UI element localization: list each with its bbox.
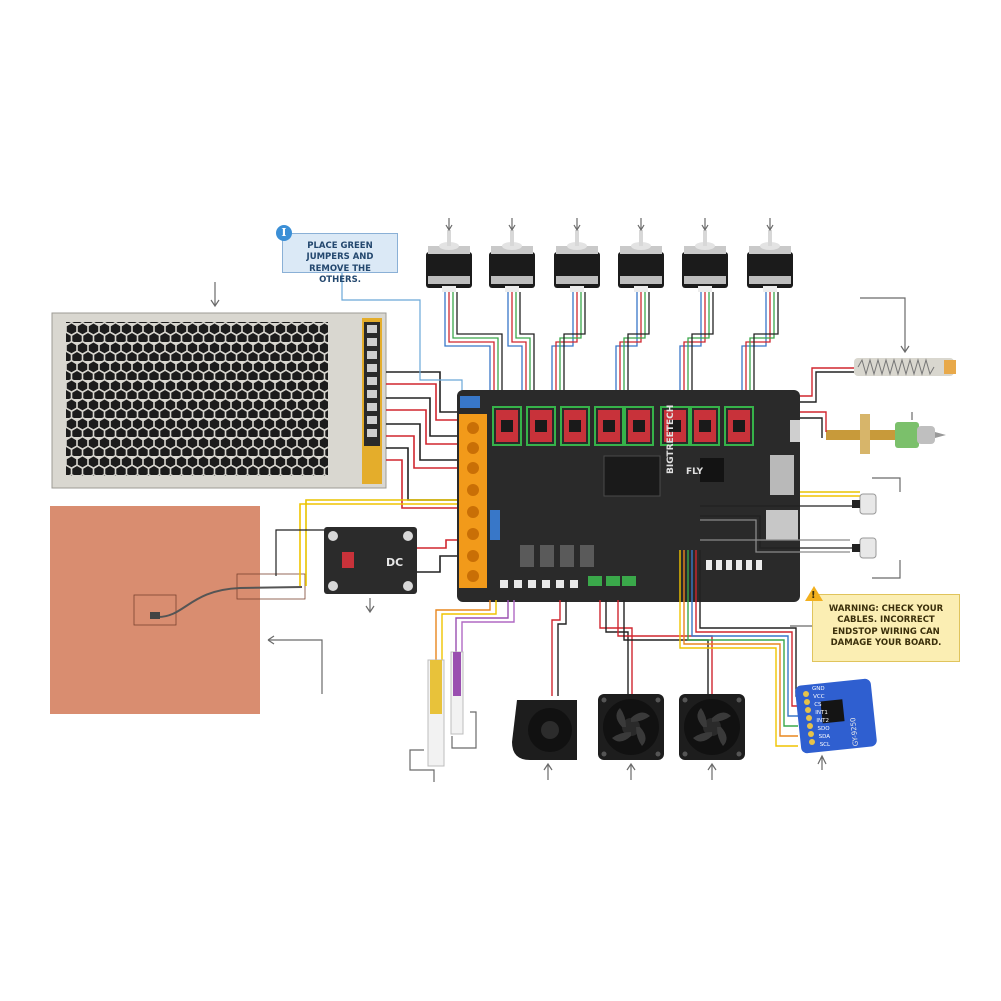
- imu-pin-label: VCC: [813, 694, 825, 700]
- hotend-assembly: [826, 414, 946, 454]
- blower-fan: [512, 700, 577, 760]
- board-side-text: BIGTREETECH: [666, 405, 676, 474]
- mainboard: BIGTREETECH FLY: [457, 390, 800, 602]
- imu-pin-label: INT2: [816, 718, 829, 724]
- imu-sensor-board: GY-9250: [795, 678, 877, 754]
- imu-chip-label: GY-9250: [849, 717, 860, 747]
- jumper-info-text: PLACE GREEN JUMPERS AND REMOVE THE OTHER…: [306, 241, 374, 286]
- jumper-info-callout: i PLACE GREEN JUMPERS AND REMOVE THE OTH…: [276, 225, 398, 285]
- imu-pin-label: SDO: [818, 726, 831, 732]
- info-icon: i: [276, 225, 292, 241]
- imu-pin-label: SCL: [820, 742, 831, 748]
- endstop-switches: [852, 493, 877, 559]
- hotend-heater: [854, 358, 956, 376]
- stepper-motors: [426, 230, 793, 292]
- endstop-warning-callout: ! WARNING: CHECK YOUR CABLES. INCORRECT …: [805, 586, 960, 662]
- imu-pin-label: SDA: [819, 734, 831, 740]
- imu-pin-label: GND: [812, 686, 825, 692]
- endstop-warning-text: WARNING: CHECK YOUR CABLES. INCORRECT EN…: [828, 604, 944, 649]
- warning-icon: !: [805, 586, 823, 601]
- thermistor-probes: [427, 651, 464, 767]
- board-brand: FLY: [686, 467, 703, 477]
- imu-pin-label: INT1: [815, 710, 828, 716]
- heatbed: [50, 506, 306, 714]
- ssr-label: DC: [386, 556, 403, 569]
- fan-2: [679, 694, 745, 760]
- solid-state-relay: DC: [324, 527, 417, 594]
- fan-1: [598, 694, 664, 760]
- power-supply: [51, 312, 387, 489]
- imu-pin-label: CS: [814, 702, 822, 708]
